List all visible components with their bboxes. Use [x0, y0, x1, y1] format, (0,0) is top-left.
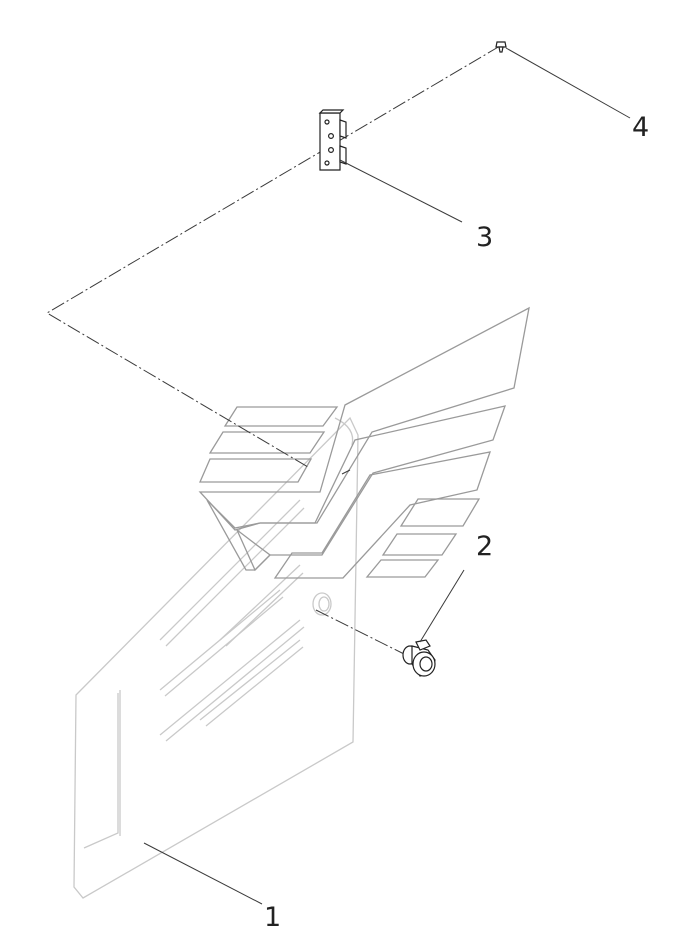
side-panel-part-1 — [73, 416, 359, 899]
knob-part-2 — [402, 639, 436, 677]
callout-4: 4 — [632, 112, 649, 143]
leader-line-3 — [339, 159, 463, 223]
decal-graphic — [198, 306, 530, 579]
leader-line-4 — [505, 47, 631, 119]
hinge-bracket-part-3 — [318, 109, 347, 171]
callout-1: 1 — [264, 902, 281, 933]
screw-part-4 — [495, 41, 507, 53]
leader-line-1 — [143, 842, 263, 905]
assembly-centerlines — [46, 45, 501, 655]
callout-labels: 1 2 3 4 — [264, 112, 649, 933]
callout-3: 3 — [476, 222, 493, 253]
callout-2: 2 — [476, 531, 493, 562]
leader-line-2 — [419, 569, 465, 643]
leader-lines — [143, 47, 631, 905]
